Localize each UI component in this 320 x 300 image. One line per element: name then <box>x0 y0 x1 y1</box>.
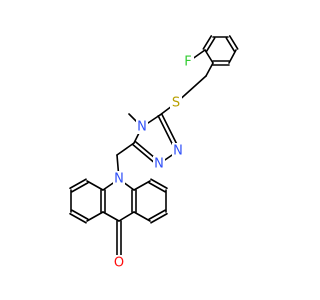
bond-b6-b1 <box>202 35 213 50</box>
acridone-nitrogen-label: N <box>114 172 124 187</box>
bond-l2-l3 <box>69 212 87 224</box>
bond-l1-l2 <box>86 211 104 222</box>
triazole-nitrogen-a-label: N <box>173 144 183 159</box>
bond-l4-l5 <box>71 181 89 193</box>
bond-r4-r5 <box>148 181 166 193</box>
bond-l1-c9 <box>102 211 120 222</box>
bond-r2-r3 <box>148 209 166 221</box>
carbonyl-oxygen-label: O <box>114 256 124 271</box>
bond-l2-l3 <box>71 209 89 221</box>
methyl-nitrogen-atom: N <box>136 119 148 135</box>
bond-r5-ca2 <box>133 180 151 191</box>
fluorine-atom: F <box>182 54 194 70</box>
bond-r4-r5 <box>150 178 168 190</box>
carbonyl-oxygen-atom: O <box>113 255 125 271</box>
bond-b2-b3 <box>225 37 236 52</box>
bond-b2-b3 <box>228 35 239 50</box>
atom-label-layer: F S N N N N O <box>113 54 194 271</box>
bond-b5-ch2 <box>205 62 214 77</box>
acridone-nitrogen-atom: N <box>113 171 125 187</box>
methyl-nitrogen-label: N <box>137 120 147 135</box>
bond-t3-lk <box>116 142 135 156</box>
bond-r1-r2 <box>133 211 151 222</box>
bond-l5-ca1 <box>86 180 104 191</box>
triazole-nitrogen-a-atom: N <box>172 143 184 159</box>
bond-r2-r3 <box>150 212 168 224</box>
bond-r1-c9 <box>118 211 135 222</box>
molecule-structure: F S N N N N O <box>69 35 239 271</box>
fluorine-label: F <box>184 55 191 70</box>
bond-l4-l5 <box>69 178 87 190</box>
sulfur-atom: S <box>170 95 182 111</box>
sulfur-label: S <box>172 96 180 111</box>
bond-b6-b1 <box>205 37 216 52</box>
triazole-nitrogen-b-atom: N <box>153 156 165 172</box>
bond-b5-b6 <box>204 49 214 64</box>
bond-layer <box>69 35 239 264</box>
bond-b3-b4 <box>228 49 237 64</box>
triazole-nitrogen-b-label: N <box>154 157 164 172</box>
